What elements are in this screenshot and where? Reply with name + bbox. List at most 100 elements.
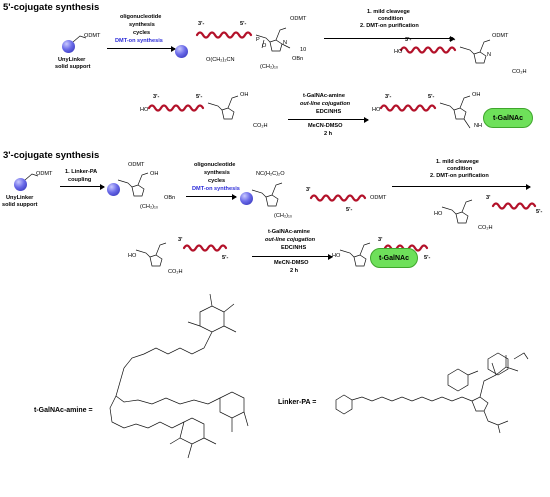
time: 2 h <box>324 131 333 137</box>
intermediate1-obn: OBn <box>292 56 304 62</box>
intermediate1-ten: 10 <box>300 47 307 53</box>
support2-odmt: ODMT <box>36 171 53 177</box>
support-label-1: UnyLinker <box>58 57 86 63</box>
product1-odmt: ODMT <box>492 33 509 39</box>
product4-co2h: CO₂H <box>168 269 183 275</box>
intermediate1-bead <box>175 45 188 58</box>
intermediate1-sugar <box>255 27 291 52</box>
product1b-5prime: 5'- <box>196 94 203 100</box>
product2-galnac-tag: t-GalNAc <box>483 108 533 128</box>
intermediate2-oh: OH <box>150 171 159 177</box>
product2-nh: NH <box>474 123 483 129</box>
time-2: 2 h <box>290 268 299 274</box>
dmt-on-synthesis-label-2: DMT-on synthesis <box>192 186 240 192</box>
solvent-2: MeCN-DMSO <box>274 260 309 266</box>
intermediate2-obn: OBn <box>164 195 176 201</box>
oligo2-line3: cycles <box>208 178 226 184</box>
product1b-3prime: 3'- <box>153 94 160 100</box>
product5-galnac-tag: t-GalNAc <box>370 248 418 268</box>
intermediate1-o: O <box>262 43 267 49</box>
intermediate2-sugar <box>117 172 149 197</box>
product1b-strand <box>147 104 205 112</box>
product1-5prime: 5'- <box>449 37 456 43</box>
cleave2-line2: condition <box>447 166 473 172</box>
product3-ho: HO <box>434 211 443 217</box>
arrow-step5 <box>392 183 531 190</box>
linker-step-line1: 1. Linker-PA <box>65 169 98 175</box>
product1-ho: HO <box>394 49 403 55</box>
arrow-step1 <box>107 45 176 52</box>
product3-co2h: CO₂H <box>478 225 493 231</box>
intermediate2-odmt: ODMT <box>128 162 145 168</box>
intermediate3-nc: NC(H₂C)₂O <box>256 171 285 177</box>
product4-ho: HO <box>128 253 137 259</box>
cleave-line1: 1. mild cleavege <box>367 9 410 15</box>
section-title-3prime: 3'-cojugate synthesis <box>3 150 100 161</box>
product2-sugar <box>439 95 471 129</box>
support-odmt: ODMT <box>84 33 101 39</box>
intermediate1-ch2: (CH₂)₁₀ <box>260 64 279 70</box>
t-galnac-amine-structure <box>109 293 249 459</box>
intermediate3-5prime: 5'- <box>346 207 353 213</box>
product1b-ho: HO <box>140 107 149 113</box>
oligo-step-line1: oligonucleotide <box>120 14 162 20</box>
intermediate3-odmt: ODMT <box>370 195 387 201</box>
product1-3prime: 3'- <box>405 37 412 43</box>
product1b-sugar <box>207 95 239 120</box>
amine-reagent: t-GalNAc-amine <box>303 93 345 99</box>
support2-linker-bond <box>24 173 39 181</box>
intermediate3-strand <box>309 194 367 202</box>
intermediate1-n: N <box>283 40 288 46</box>
product3-sugar <box>441 199 473 224</box>
product5-ho: HO <box>332 253 341 259</box>
intermediate1-3prime: 3'- <box>198 21 205 27</box>
intermediate2-ch2: (CH₂)₁₀ <box>140 204 159 210</box>
product5-sugar <box>339 242 371 267</box>
outline-conjugation-2: out-line cojugation <box>265 237 316 243</box>
support-linker-bond <box>72 35 87 43</box>
arrow-step2 <box>324 35 455 42</box>
intermediate3-sugar <box>251 182 283 207</box>
arrow-linker <box>60 183 105 190</box>
product1-co2h: CO₂H <box>512 69 527 75</box>
linker-step-line2: coupling <box>68 177 92 183</box>
product1-n: N <box>487 52 492 58</box>
linker-pa-structure <box>335 352 529 434</box>
arrow-step6 <box>252 253 333 260</box>
product5-3prime: 3' <box>378 237 383 243</box>
intermediate1-strand <box>195 31 253 39</box>
oligo2-line1: oligonucleotide <box>194 162 236 168</box>
section-title-5prime: 5'-cojugate synthesis <box>3 2 100 13</box>
solid-support-bead <box>62 40 75 53</box>
intermediate3-3prime: 3' <box>306 187 311 193</box>
intermediate1-dmt: ODMT <box>290 16 307 22</box>
oligo-step-line3: cycles <box>133 30 151 36</box>
arrow-step4 <box>186 193 237 200</box>
oligo2-line2: synthesis <box>204 170 230 176</box>
product4-sugar <box>135 242 167 267</box>
product1b-co2h: CO₂H <box>253 123 268 129</box>
amine-reagent-2: t-GalNAc-amine <box>268 229 310 235</box>
support2-label-1: UnyLinker <box>6 195 34 201</box>
product5-5prime: 5'- <box>424 255 431 261</box>
t-galnac-amine-label: t-GalNAc-amine = <box>34 407 93 414</box>
arrow-step3 <box>288 116 369 123</box>
intermediate3-bead <box>240 192 253 205</box>
intermediate2-bead <box>107 183 120 196</box>
edc-nhs-2: EDC/NHS <box>281 245 307 251</box>
product4-5prime: 5'- <box>222 255 229 261</box>
edc-nhs: EDC/NHS <box>316 109 342 115</box>
product2-ho: HO <box>372 107 381 113</box>
product3-strand <box>491 202 537 210</box>
product2-3prime: 3'- <box>385 94 392 100</box>
solvent: MeCN-DMSO <box>308 123 343 129</box>
cleave2-line1: 1. mild cleavege <box>436 159 479 165</box>
product4-strand <box>182 244 228 252</box>
linker-pa-label: Linker-PA = <box>278 399 317 406</box>
product1-strand <box>399 46 457 54</box>
support2-label-2: solid support <box>2 202 38 208</box>
dmt-on-synthesis-label: DMT-on synthesis <box>115 38 163 44</box>
intermediate1-5prime: 5'- <box>240 21 247 27</box>
product3-3prime: 3' <box>486 195 491 201</box>
product2-5prime: 5'- <box>428 94 435 100</box>
